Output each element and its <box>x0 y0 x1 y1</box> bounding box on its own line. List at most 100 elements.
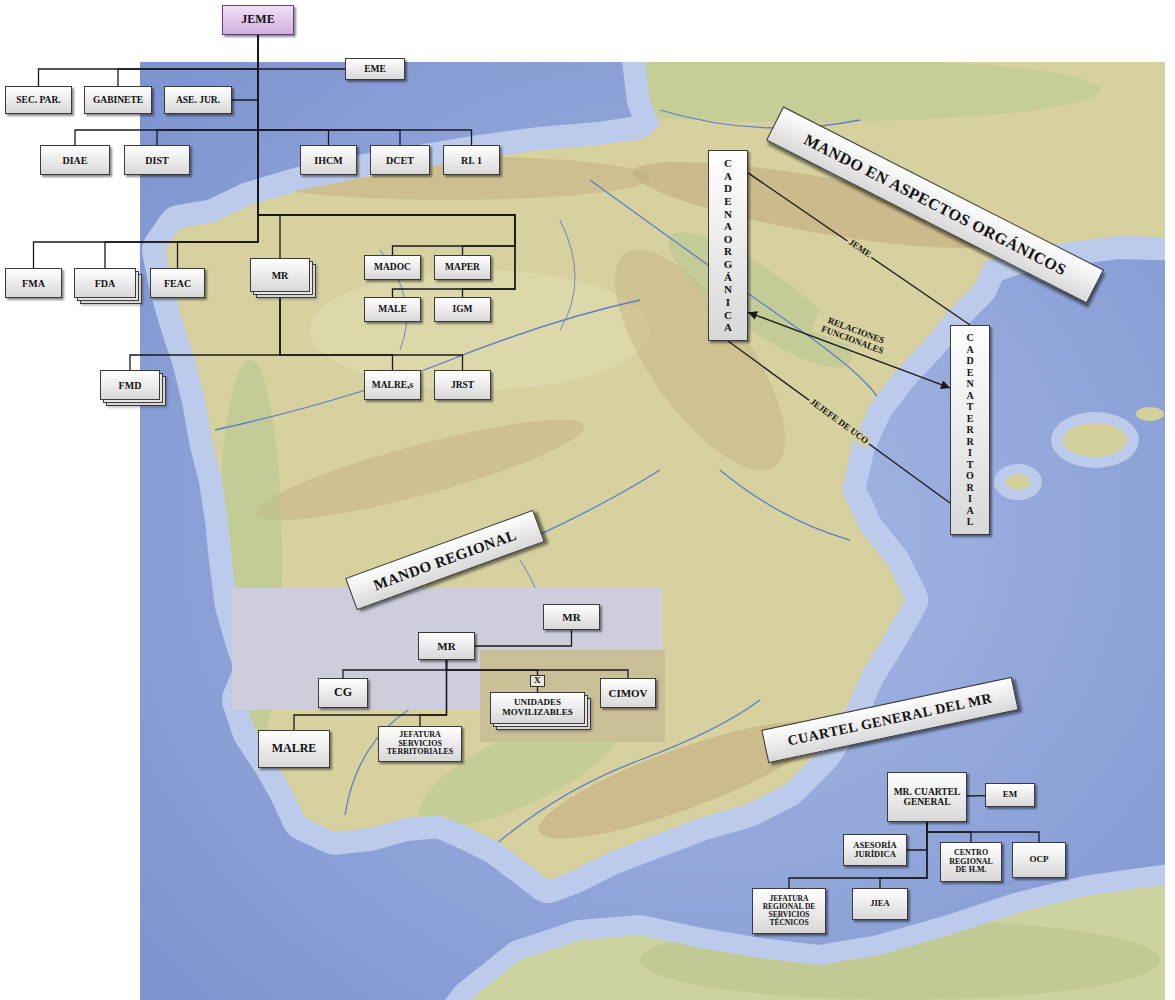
org-box: IHCM <box>300 145 357 175</box>
title-banner: MANDO EN ASPECTOS ORGÁNICOS <box>766 106 1104 303</box>
org-box: OCP <box>1012 842 1066 878</box>
box-text: ASESORÍA JURÍDICA <box>848 841 902 860</box>
org-box: MAPER <box>434 255 491 280</box>
connector <box>420 660 447 726</box>
box-text: JRST <box>451 380 474 390</box>
org-box: MALRE <box>258 730 330 768</box>
river <box>560 220 575 330</box>
org-box: CIMOV <box>600 678 656 708</box>
connector <box>258 35 329 145</box>
connector <box>447 660 538 692</box>
connector <box>157 35 258 145</box>
river <box>660 110 860 128</box>
org-box: JIEA <box>852 888 908 920</box>
shallow-water <box>440 880 1165 1000</box>
box-text: GABINETE <box>93 95 143 105</box>
box-text: JEFATURA REGIONAL DE SERVICIOS TÉCNICOS <box>757 895 821 928</box>
connector <box>258 35 280 258</box>
connector <box>75 35 258 145</box>
connector <box>258 35 515 255</box>
org-box: RI. 1 <box>443 145 500 175</box>
box-text: MALRE,s <box>372 380 413 390</box>
box-text: JEME <box>241 13 274 26</box>
box-text: OCP <box>1030 855 1049 865</box>
box-text: RI. 1 <box>461 155 482 166</box>
lowland <box>653 212 868 387</box>
connector <box>34 35 259 268</box>
box-text: FMD <box>119 380 142 391</box>
org-box: JEFATURA REGIONAL DE SERVICIOS TÉCNICOS <box>752 888 826 934</box>
org-box: MR <box>543 604 600 630</box>
title-banner: MANDO REGIONAL <box>345 510 545 610</box>
box-text: CENTRO REGIONAL DE H.M. <box>945 849 997 875</box>
org-box: EME <box>345 58 405 80</box>
box-text: MANDO EN ASPECTOS ORGÁNICOS <box>801 131 1069 279</box>
box-text: CADENA TERRITORIAL <box>965 332 975 528</box>
island <box>1063 423 1127 457</box>
connector <box>907 822 927 850</box>
box-text: ASE. JUR. <box>176 95 220 105</box>
connector <box>258 35 400 145</box>
box-text: DCET <box>386 155 414 166</box>
lowland <box>640 920 1160 1000</box>
lowland <box>500 62 1100 122</box>
box-text: MR <box>272 270 289 281</box>
org-box: FMD <box>100 370 160 400</box>
box-text: FDA <box>95 278 116 289</box>
edge-label: RELACIONES FUNCIONALES <box>811 312 897 360</box>
river <box>215 300 640 430</box>
connector <box>927 822 1039 842</box>
connector <box>475 630 572 646</box>
box-text: EM <box>1003 790 1018 800</box>
box-text: CG <box>334 686 352 699</box>
chief-box: JEME <box>222 5 294 35</box>
org-box: DIST <box>124 145 190 175</box>
connector <box>967 795 985 797</box>
connector <box>105 35 258 268</box>
mobilizable-band <box>480 650 665 742</box>
box-text: SEC. PAR. <box>16 95 60 105</box>
org-box: FDA <box>74 268 136 298</box>
land <box>440 880 1165 1000</box>
box-text: MR. CUARTEL GENERAL <box>892 787 962 808</box>
org-box: DIAE <box>40 145 110 175</box>
box-text: MADOC <box>374 262 411 272</box>
org-box: JEFATURA SERVICIOS TERRITORIALES <box>378 726 462 762</box>
org-box: MALRE,s <box>364 370 421 400</box>
box-text: IHCM <box>314 155 342 166</box>
box-text: FMA <box>22 278 45 289</box>
box-text: JIEA <box>870 899 889 908</box>
mountains <box>249 402 590 538</box>
connector <box>118 35 258 86</box>
org-box: CENTRO REGIONAL DE H.M. <box>940 842 1002 882</box>
org-box: DCET <box>370 145 430 175</box>
box-text: CIMOV <box>608 687 647 699</box>
shallow-water <box>994 464 1042 500</box>
org-box: IGM <box>434 297 491 322</box>
island <box>1006 474 1030 490</box>
org-box: FEAC <box>150 268 205 298</box>
chain-box: CADENA ORGÁNICA <box>708 150 748 341</box>
land <box>165 62 1165 880</box>
river <box>720 470 850 540</box>
connector <box>789 822 927 888</box>
box-text: MANDO REGIONAL <box>371 526 518 593</box>
org-box: MALE <box>364 297 421 322</box>
org-box: MR <box>418 632 475 660</box>
connector <box>748 312 950 388</box>
org-box: MR. CUARTEL GENERAL <box>887 772 967 822</box>
box-text: MR <box>437 640 455 652</box>
connector <box>130 292 280 370</box>
org-box: SEC. PAR. <box>5 86 72 114</box>
org-box: MADOC <box>364 255 421 280</box>
shallow-water <box>165 62 1165 880</box>
connector <box>343 660 447 678</box>
connector <box>39 35 259 86</box>
box-text: MAPER <box>445 262 480 272</box>
box-text: DIST <box>145 155 168 166</box>
org-box: MR <box>250 258 310 292</box>
edge-label: JEJEFE DE UCO <box>806 396 871 447</box>
box-text: CADENA ORGÁNICA <box>723 157 734 334</box>
connector <box>728 341 950 503</box>
